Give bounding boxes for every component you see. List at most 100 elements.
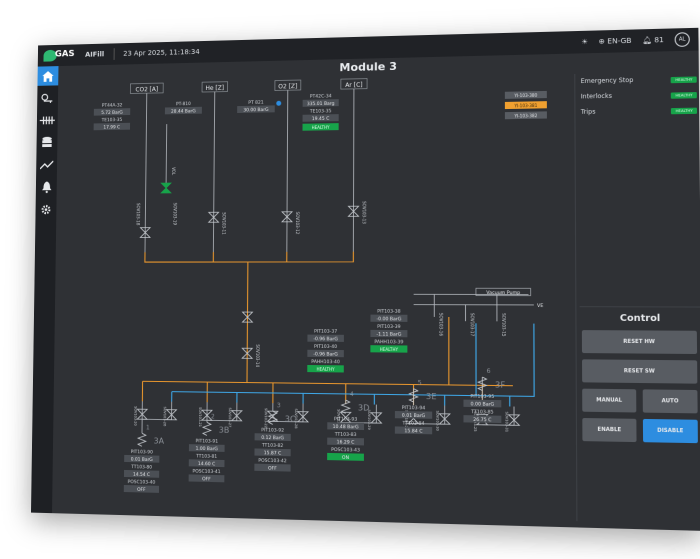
svg-text:-0.00 BarG: -0.00 BarG: [376, 316, 401, 322]
source-he: He [Z]: [202, 82, 228, 92]
posc-value-box: [188, 474, 225, 483]
outlet-valve-label: SOV103-29: [367, 410, 371, 430]
svg-text:TE103-35: TE103-35: [101, 117, 123, 123]
outlet-number: 1: [146, 425, 150, 431]
tt-value: 15.87 C: [264, 450, 282, 457]
he-readings: PT-810 28.44 BarG: [164, 101, 202, 115]
right-readings: PIT103-38 -0.00 BarG PIT103-39 -1.11 Bar…: [370, 308, 408, 353]
pit-value: 0.12 BarG: [261, 435, 284, 442]
svg-text:SOV103-11: SOV103-11: [221, 212, 226, 235]
disable-button[interactable]: DISABLE: [642, 418, 698, 444]
pit-value-box: [188, 444, 225, 452]
logo-text: GAS: [54, 49, 75, 60]
outlet-valve-label: SOV103-30: [435, 411, 439, 431]
svg-text:SOV103-18: SOV103-18: [136, 203, 141, 226]
svg-text:SOV103-14: SOV103-14: [255, 344, 260, 367]
svg-text:PAHH103-39: PAHH103-39: [374, 339, 403, 345]
main-area: Module 3 CO2 [A] He [Z] O2 [Z] Ar [C] PT: [54, 53, 700, 531]
svg-text:19.45 C: 19.45 C: [312, 116, 329, 122]
tt-tag: TT103-83: [334, 431, 357, 438]
svg-text:-0.96 BarG: -0.96 BarG: [313, 351, 338, 357]
svg-text:TE103-35: TE103-35: [309, 108, 332, 115]
sidebar-item-settings[interactable]: [35, 200, 56, 220]
posc-value-box: [124, 485, 159, 494]
emergency-stop-row: Emergency Stop HEALTHY: [581, 75, 697, 85]
flex-hose-icon: [138, 433, 146, 446]
bell-icon: 🔔︎: [642, 36, 652, 45]
svg-text:PT42C-34: PT42C-34: [310, 93, 332, 100]
posc-value: ON: [342, 455, 349, 461]
svg-text:PIT103-39: PIT103-39: [377, 324, 401, 330]
manual-button[interactable]: MANUAL: [582, 388, 637, 413]
pit-value: 0.01 BarG: [131, 456, 154, 463]
outlet-number: 2: [211, 414, 215, 420]
pit-tag: PIT103-93: [334, 416, 357, 423]
tt-tag: TT103-85: [470, 409, 494, 416]
yi-indicators: YI-103-380 YI-103-381 YI-103-382: [504, 90, 547, 120]
outlet-number: 5: [418, 380, 422, 386]
brightness-icon[interactable]: ☀: [581, 37, 589, 47]
outlet-number: 6: [487, 369, 491, 375]
trips-row: Trips HEALTHY: [581, 107, 698, 116]
posc-tag: POSC103-40: [128, 479, 156, 486]
tt-value: 14.54 C: [133, 472, 150, 479]
sidebar: [30, 66, 59, 514]
sidebar-item-access[interactable]: [37, 88, 58, 108]
source-co2: CO2 [A]: [130, 83, 163, 94]
reset-hw-button[interactable]: RESET HW: [581, 330, 698, 355]
posc-tag: POSC103-43: [331, 447, 360, 454]
bay-label: 3F: [495, 380, 506, 390]
pit-tag: PIT103-91: [196, 438, 219, 445]
datetime: 23 Apr 2025, 11:18:34: [123, 47, 200, 58]
sidebar-item-alarms[interactable]: [36, 177, 57, 197]
svg-text:PIT103-38: PIT103-38: [377, 308, 400, 314]
sidebar-item-trends[interactable]: [36, 155, 57, 175]
sidebar-item-home[interactable]: [37, 66, 59, 86]
posc-tag: POSC103-41: [193, 468, 221, 475]
outlet-number: 4: [350, 392, 354, 398]
svg-text:-0.96 BarG: -0.96 BarG: [313, 336, 338, 342]
key-icon: [41, 93, 54, 103]
outlet-valve-label: SOV103-26: [163, 407, 167, 427]
manifold-icon: [40, 115, 55, 125]
source-valve-labels: SOV103-18 SOV103-19 SOV103-11 SOV103-12 …: [136, 167, 367, 235]
enable-button[interactable]: ENABLE: [582, 417, 637, 443]
hmi-screen: GAS AIFill 23 Apr 2025, 11:18:34 ☀ ⊕ EN-…: [30, 27, 700, 531]
co2-readings: PT44A-32 5.72 BarG TE103-35 17.99 C: [93, 102, 131, 131]
notifications-button[interactable]: 🔔︎ 81: [642, 36, 664, 45]
interlocks-label: Interlocks: [580, 92, 612, 101]
svg-text:PAHH103-40: PAHH103-40: [311, 359, 340, 366]
source-label: He [Z]: [206, 86, 225, 92]
sidebar-item-manifold[interactable]: [37, 111, 58, 131]
vacuum-pump-tag: Vacuum Pump VE: [476, 288, 544, 309]
svg-text:PIT103-40: PIT103-40: [314, 344, 337, 350]
svg-text:SOV103-12: SOV103-12: [295, 212, 300, 235]
posc-value-box: [254, 463, 291, 472]
pit-tag: PIT103-94: [402, 405, 426, 412]
emergency-stop-label: Emergency Stop: [580, 76, 634, 86]
svg-text:28.44 BarG: 28.44 BarG: [171, 108, 196, 114]
tt-value-box: [188, 459, 225, 468]
auto-button[interactable]: AUTO: [642, 389, 698, 414]
ar-readings: PT42C-34 335.01 Barg TE103-35 19.45 C HE…: [302, 93, 339, 131]
o2-indicator: [276, 100, 282, 106]
posc-value: OFF: [268, 465, 277, 471]
sidebar-item-database[interactable]: [36, 133, 57, 153]
notification-count: 81: [654, 35, 664, 45]
tt-tag: TT103-80: [130, 464, 152, 471]
database-icon: [42, 136, 52, 148]
svg-text:PT-810: PT-810: [176, 101, 191, 107]
svg-text:17.99 C: 17.99 C: [103, 124, 120, 130]
avatar[interactable]: AL: [674, 32, 690, 47]
outlet-valve-label: SOV103-20: [133, 406, 137, 426]
source-ar: Ar [C]: [341, 79, 367, 90]
svg-text:SOV103-16: SOV103-16: [438, 313, 443, 337]
language-selector[interactable]: ⊕ EN-GB: [599, 37, 632, 46]
pit-value: 0.00 BarG: [471, 401, 495, 408]
svg-text:Vacuum Pump: Vacuum Pump: [486, 290, 520, 296]
svg-text:PT 821: PT 821: [248, 100, 264, 106]
pit-value-box: [254, 433, 291, 442]
outlet-number: 3: [277, 403, 281, 409]
reset-sw-button[interactable]: RESET SW: [582, 359, 698, 384]
